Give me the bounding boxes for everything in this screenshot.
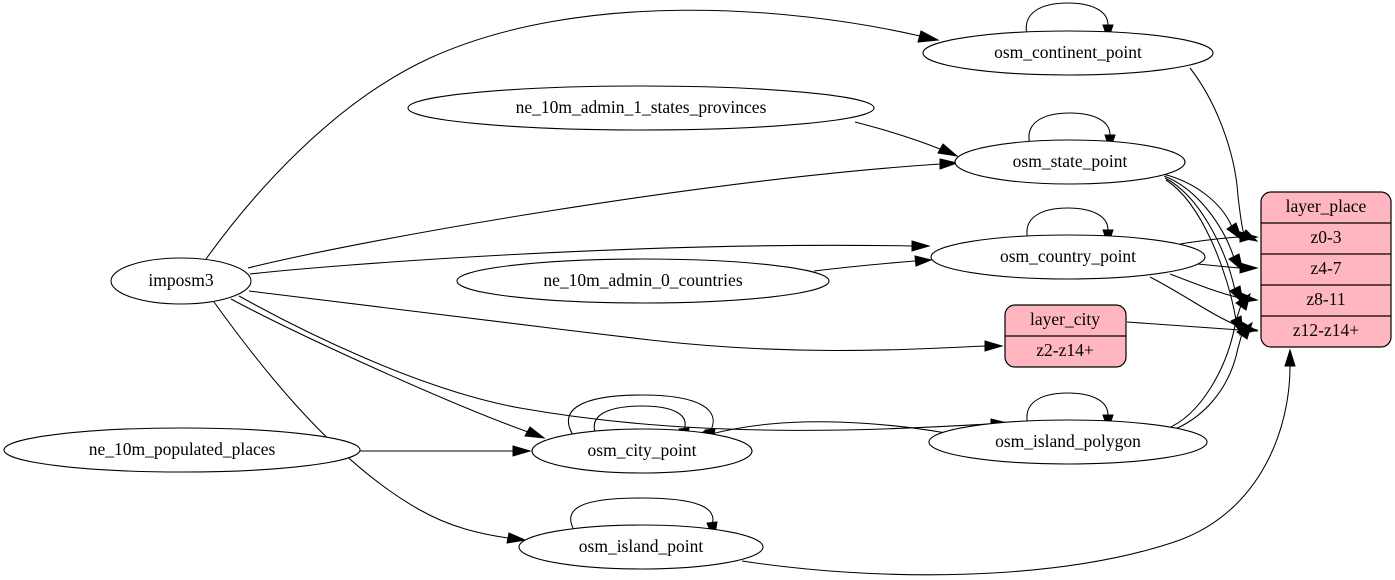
edge-ne-populated-to-osm-city-point: [360, 445, 532, 457]
layer-place-title: layer_place: [1286, 196, 1367, 216]
node-imposm3-label: imposm3: [148, 270, 213, 290]
node-osm-island-polygon[interactable]: osm_island_polygon: [928, 419, 1208, 465]
layer-city-row-z2-z14[interactable]: z2-z14+: [1036, 340, 1094, 360]
record-nodes-layer: layer_place z0-3 z4-7 z8-11 z12-z14+ lay…: [1004, 191, 1392, 368]
edge-osm-island-polygon-to-layer-place-z12-z14: [1167, 321, 1253, 433]
node-osm-city-point-label: osm_city_point: [588, 440, 697, 460]
edge-osm-island-polygon-to-layer-place-z8-11: [1165, 292, 1251, 430]
layer-place-row-z0-3[interactable]: z0-3: [1310, 227, 1341, 247]
node-layer-city[interactable]: layer_city z2-z14+: [1004, 304, 1127, 368]
node-ne-countries-label: ne_10m_admin_0_countries: [543, 270, 742, 290]
node-osm-state-point[interactable]: osm_state_point: [954, 139, 1186, 185]
edge-osm-country-point-to-layer-place-z4-7: [1197, 262, 1259, 274]
node-osm-island-polygon-label: osm_island_polygon: [995, 431, 1141, 451]
edge-osm-country-point-to-layer-place-z0-3: [1179, 231, 1259, 245]
edge-ne-countries-to-osm-country-point: [813, 255, 933, 272]
nodes-layer: imposm3 ne_10m_admin_1_states_provinces …: [3, 30, 1214, 570]
node-osm-island-point[interactable]: osm_island_point: [518, 524, 764, 570]
layer-place-row-z12-z14[interactable]: z12-z14+: [1293, 320, 1359, 340]
node-osm-state-point-label: osm_state_point: [1013, 151, 1128, 171]
edge-imposm3-to-osm-state-point: [247, 158, 959, 269]
edge-imposm3-to-osm-island-polygon: [238, 295, 1009, 431]
node-ne-populated-label: ne_10m_populated_places: [89, 439, 276, 459]
node-osm-continent-point[interactable]: osm_continent_point: [922, 30, 1214, 76]
node-ne-states-label: ne_10m_admin_1_states_provinces: [516, 97, 767, 117]
node-imposm3[interactable]: imposm3: [110, 257, 252, 305]
layer-place-row-z8-11[interactable]: z8-11: [1306, 289, 1345, 309]
layer-place-row-z4-7[interactable]: z4-7: [1310, 258, 1341, 278]
node-osm-continent-point-label: osm_continent_point: [994, 42, 1142, 62]
node-osm-city-point[interactable]: osm_city_point: [531, 428, 753, 474]
edge-imposm3-to-layer-city: [248, 290, 1004, 352]
node-ne-10m-populated-places[interactable]: ne_10m_populated_places: [3, 427, 361, 473]
node-ne-10m-admin-0-countries[interactable]: ne_10m_admin_0_countries: [456, 258, 830, 304]
node-osm-country-point-label: osm_country_point: [1000, 246, 1136, 266]
edge-ne-states-to-osm-state-point: [854, 121, 959, 157]
edge-imposm3-to-osm-continent-point: [205, 9, 940, 260]
edges-layer: [205, 2, 1296, 576]
node-layer-place[interactable]: layer_place z0-3 z4-7 z8-11 z12-z14+: [1260, 191, 1392, 348]
node-osm-island-point-label: osm_island_point: [579, 536, 704, 556]
node-ne-10m-admin-1-states-provinces[interactable]: ne_10m_admin_1_states_provinces: [407, 85, 875, 131]
edge-osm-island-point-to-layer-place-z12-z14: [741, 348, 1296, 576]
edge-imposm3-to-osm-island-point: [213, 301, 527, 544]
edge-imposm3-to-osm-city-point: [230, 298, 546, 439]
node-osm-country-point[interactable]: osm_country_point: [930, 234, 1206, 280]
layer-city-title: layer_city: [1030, 309, 1100, 329]
edge-imposm3-to-osm-country-point: [249, 240, 931, 275]
edge-osm-state-point-to-layer-place-z0-3: [1162, 173, 1244, 242]
edge-osm-continent-point-to-layer-place-z0-3: [1189, 67, 1259, 242]
